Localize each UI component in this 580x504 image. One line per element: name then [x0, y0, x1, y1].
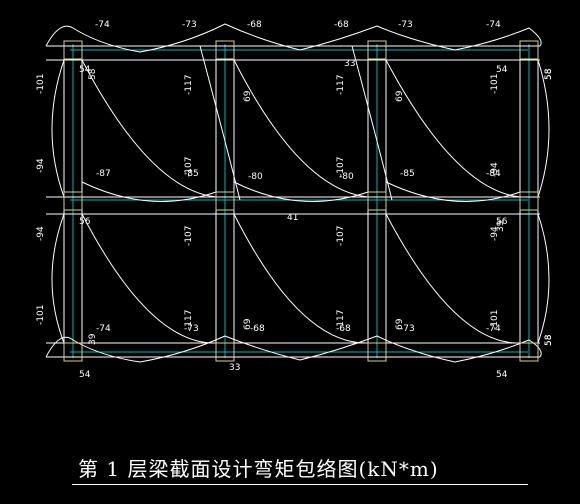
- label-mid-4: -80: [339, 172, 354, 182]
- moment-labels: -74 -73 -68 -68 -73 -74 -87 -85 -80 -80 …: [79, 20, 508, 380]
- vlabel-inner-9: -107: [336, 226, 346, 246]
- label-bot-5: -73: [400, 324, 415, 334]
- diagram-title: 第 1 层梁截面设计弯矩包络图(kN*m): [78, 457, 439, 481]
- label-small-bot-1: 54: [79, 370, 91, 380]
- label-top-4: -68: [334, 20, 349, 30]
- label-mid-5: -85: [400, 169, 415, 179]
- vlabel-left-2: -94: [36, 158, 46, 173]
- axis-grid: [70, 44, 530, 358]
- label-small-mid-2: 41: [287, 213, 298, 223]
- title-underline: [72, 484, 528, 485]
- label-small-top-3: 33: [344, 59, 355, 69]
- vlabel-inner-7: -117: [336, 75, 346, 95]
- moment-curves: [45, 23, 550, 363]
- label-top-2: -73: [182, 20, 197, 30]
- vlabel-inner-4: -117: [184, 310, 194, 330]
- vlabel-small-bot: 39: [88, 333, 98, 345]
- label-mid-1: -87: [96, 169, 111, 179]
- vlabel-right-4: 58: [544, 68, 554, 80]
- label-top-6: -74: [486, 20, 501, 30]
- vlabel-inner-12: 69: [395, 318, 405, 330]
- label-top-1: -74: [95, 20, 110, 30]
- vlabel-left-4: -101: [36, 305, 46, 325]
- vlabel-left-1: -101: [36, 74, 46, 94]
- vlabel-inner-3: -107: [184, 226, 194, 246]
- label-small-bot-2: 33: [229, 363, 240, 373]
- label-small-bot-3: 54: [496, 370, 508, 380]
- label-small-top-4: 54: [496, 65, 508, 75]
- vlabel-inner-1: -117: [184, 75, 194, 95]
- label-top-3: -68: [247, 20, 262, 30]
- label-small-mid-3: 56: [496, 217, 508, 227]
- label-bot-2: -73: [184, 324, 199, 334]
- label-mid-3: -80: [248, 172, 263, 182]
- label-small-mid-1: 56: [79, 217, 91, 227]
- vlabel-inner-11: 69: [395, 90, 405, 102]
- vlabel-inner-6: 69: [243, 318, 253, 330]
- vlabel-inner-10: -117: [336, 310, 346, 330]
- label-bot-4: -68: [336, 324, 351, 334]
- vlabel-right-2: 58: [544, 334, 554, 346]
- label-mid-2: -85: [184, 169, 199, 179]
- vlabel-inner-13: -101: [490, 74, 500, 94]
- vlabel-right-1: 58: [544, 68, 554, 80]
- vlabel-inner-2: -107: [184, 157, 194, 177]
- vlabel-inner-8: -107: [336, 157, 346, 177]
- vlabel-small-top-2: 58: [88, 68, 98, 80]
- column-markers: [63, 40, 539, 362]
- label-bot-1: -74: [96, 324, 111, 334]
- vlabel-inner-14: -94: [490, 162, 500, 177]
- vlabel-inner-16: -101: [490, 310, 500, 330]
- label-bot-6: -74: [486, 324, 501, 334]
- label-bot-3: -68: [250, 324, 265, 334]
- vlabel-inner-5: 69: [243, 90, 253, 102]
- vlabel-left-3: -94: [36, 226, 46, 241]
- vlabel-right-3: 39: [496, 220, 506, 232]
- label-top-5: -73: [398, 20, 413, 30]
- vertical-moment-labels: -101 -94 -94 -101 58 39 58 58 -117 -107 …: [36, 68, 554, 346]
- vlabel-right-5: 58: [544, 334, 554, 346]
- label-mid-6: -84: [486, 169, 501, 179]
- label-small-top-1: 54: [79, 65, 91, 75]
- vlabel-inner-15: -94: [490, 226, 500, 241]
